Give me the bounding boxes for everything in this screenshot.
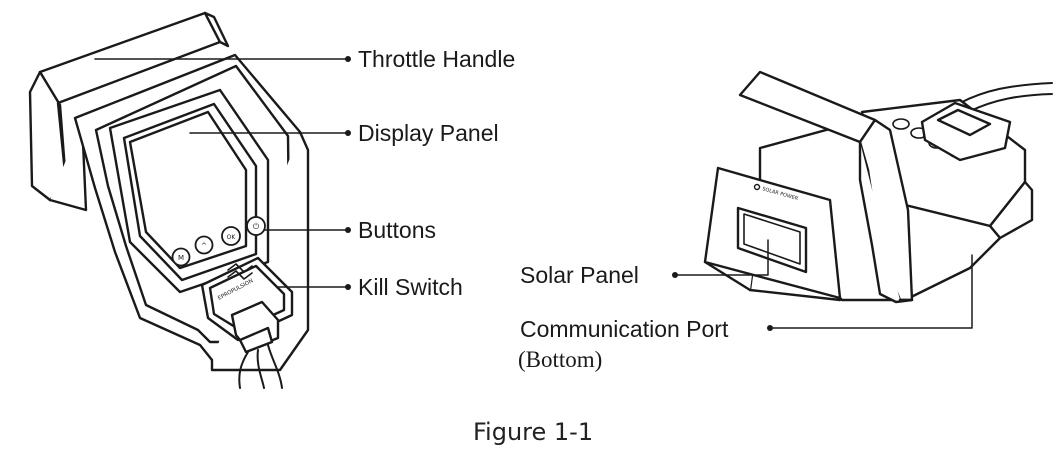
throttle-handle-label: Throttle Handle [358, 46, 516, 72]
m-button[interactable] [171, 247, 191, 267]
m-button-letter: M [178, 254, 184, 262]
figure-caption: Figure 1-1 [473, 418, 594, 446]
up-button[interactable] [194, 235, 214, 255]
right-cord [959, 82, 1053, 113]
buttons-label: Buttons [358, 217, 436, 243]
left-device [28, 11, 310, 389]
leader-lines [94, 58, 973, 329]
communication-port-note: (Bottom) [518, 347, 603, 372]
power-button-symbol: ⏻ [253, 222, 260, 231]
leader-communication-port [769, 254, 973, 329]
left-throttle-handle [28, 11, 230, 212]
ok-button-letter: OK [227, 234, 237, 241]
right-solar-panel [703, 166, 842, 300]
left-buttons [171, 216, 266, 267]
power-button[interactable] [246, 216, 266, 236]
right-device [703, 70, 1053, 304]
display-panel-label: Display Panel [358, 120, 499, 146]
communication-port-label: Communication Port [520, 316, 729, 342]
solar-panel-label: Solar Panel [520, 262, 639, 288]
kill-switch-label: Kill Switch [358, 274, 463, 300]
left-kill-switch [200, 256, 294, 354]
right-kill-switch [920, 101, 1012, 162]
leader-dots [345, 56, 773, 331]
left-cord [238, 344, 283, 389]
up-button-letter: ^ [201, 242, 207, 250]
ok-button[interactable] [221, 226, 241, 246]
right-throttle-handle [738, 70, 914, 304]
leader-solar-panel [674, 239, 769, 276]
